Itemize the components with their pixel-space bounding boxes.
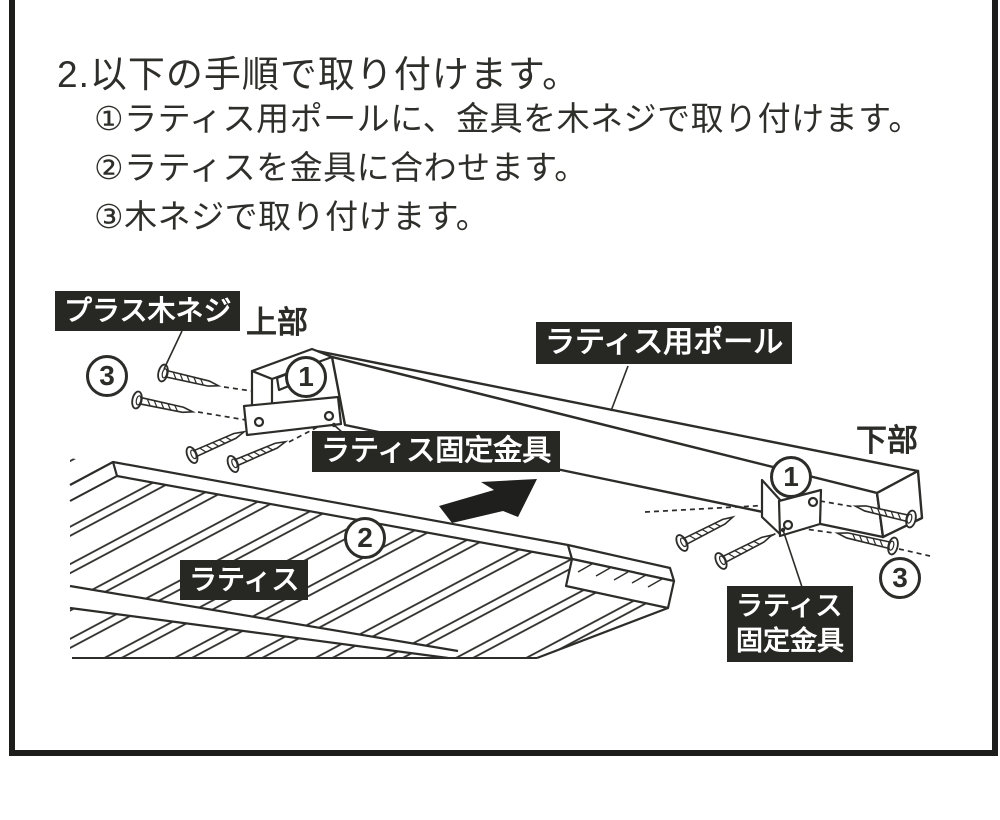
wood-screw-icon [129, 389, 196, 422]
label-lattice-fix-bracket: ラティス固定金具 [312, 431, 561, 472]
lattice-cross-rail [70, 586, 458, 658]
marker-step1-top: 1 [285, 356, 327, 398]
label-lattice: ラティス [180, 560, 309, 600]
label-lattice-fix-bracket-2-line1: ラティス [736, 591, 843, 621]
label-top-part: 上部 [246, 305, 308, 340]
marker-step1-bottom: 1 [770, 456, 812, 498]
wood-screw-icon [712, 526, 777, 572]
label-bottom-part: 下部 [856, 423, 918, 458]
label-lattice-fix-bracket-2: ラティス 固定金具 [727, 586, 853, 662]
instruction-step-2: ②ラティスを金具に合わせます。 [94, 149, 588, 186]
marker-step2: 2 [344, 517, 386, 559]
direction-arrow-icon [439, 479, 537, 523]
lattice-panel-drawing [69, 458, 676, 660]
instruction-step-3: ③木ネジで取り付けます。 [94, 198, 490, 235]
wood-screw-icon [224, 432, 290, 475]
label-lattice-fix-bracket-2-line2: 固定金具 [736, 626, 844, 656]
marker-step3-top: 3 [86, 355, 128, 397]
instruction-step-1: ①ラティス用ポールに、金具を木ネジで取り付けます。 [94, 100, 922, 137]
bottom-fix-bracket-drawing [760, 478, 823, 538]
label-lattice-pole: ラティス用ポール [536, 322, 793, 364]
page-border-frame [9, 0, 998, 756]
wood-screw-icon [155, 362, 222, 396]
lattice-pole-drawing [310, 348, 924, 539]
marker-step3-bottom: 3 [879, 557, 921, 599]
wood-screw-icon [673, 508, 738, 554]
instructions-heading: 2.以下の手順で取り付けます。 [57, 54, 581, 95]
label-plus-wood-screw: プラス木ネジ [55, 291, 241, 331]
